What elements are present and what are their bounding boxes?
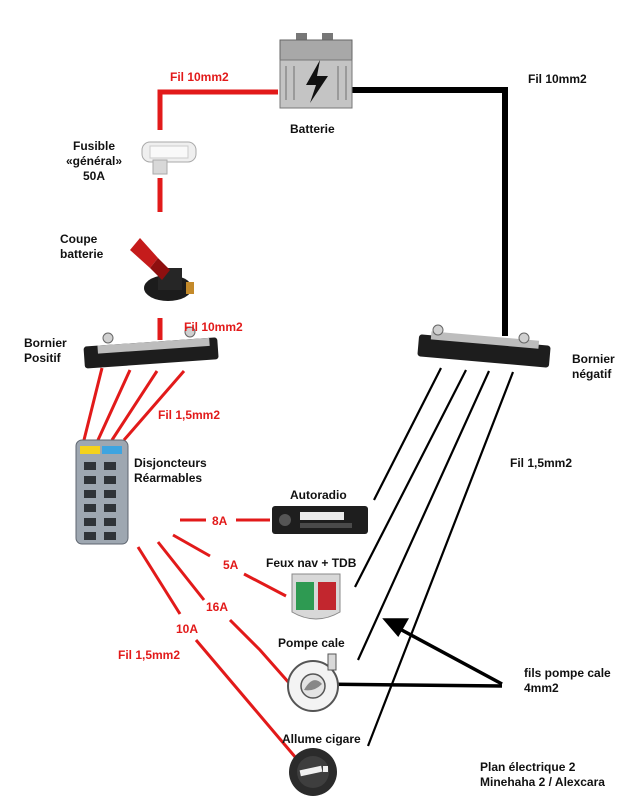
fuse-icon: [141, 141, 197, 175]
battery-switch-label: Coupe batterie: [60, 232, 104, 261]
wire-label-battery-negative: Fil 10mm2: [528, 72, 587, 86]
pump-wires-label: fils pompe cale 4mm2: [524, 666, 611, 695]
wire-label-breakers-feed: Fil 1,5mm2: [158, 408, 221, 422]
amp-label-8a: 8A: [212, 514, 228, 528]
nav-light-icon: [291, 573, 341, 620]
negative-return-wires: [354, 367, 515, 747]
amp-label-16a: 16A: [206, 600, 229, 614]
negative-busbar-label: Bornier négatif: [572, 352, 615, 381]
wire-label-battery-positive: Fil 10mm2: [170, 70, 229, 84]
negative-main-wire: [352, 87, 508, 336]
nav-lights-label: Feux nav + TDB: [266, 556, 357, 570]
autoradio-label: Autoradio: [290, 488, 347, 502]
battery-icon: [279, 33, 353, 109]
bilge-pump-icon: [287, 653, 339, 712]
battery-label: Batterie: [290, 122, 335, 136]
cigar-lighter-icon: [289, 748, 337, 796]
fuse-label: Fusible «général» 50A: [65, 139, 123, 183]
cigar-lighter-label: Allume cigare: [282, 732, 361, 746]
positive-main-wire: [157, 89, 278, 340]
breaker-panel-icon: [75, 439, 129, 545]
amp-label-5a: 5A: [223, 558, 239, 572]
amp-label-10a: 10A: [176, 622, 199, 636]
wire-label-negative-returns: Fil 1,5mm2: [510, 456, 573, 470]
busbar-to-breakers-wires: [82, 367, 186, 441]
positive-busbar-label: Bornier Positif: [24, 336, 67, 365]
breakers-label: Disjoncteurs Réarmables: [134, 456, 207, 485]
breaker-output-wires: [136, 518, 298, 759]
negative-busbar-icon: [417, 324, 551, 368]
bilge-pump-label: Pompe cale: [278, 636, 345, 650]
positive-busbar-icon: [83, 326, 219, 369]
wire-label-busbar-feed: Fil 10mm2: [184, 320, 243, 334]
diagram-title: Plan électrique 2 Minehaha 2 / Alexcara: [480, 760, 605, 789]
autoradio-icon: [272, 506, 368, 534]
battery-switch-icon: [130, 238, 194, 301]
wire-label-loads: Fil 1,5mm2: [118, 648, 181, 662]
